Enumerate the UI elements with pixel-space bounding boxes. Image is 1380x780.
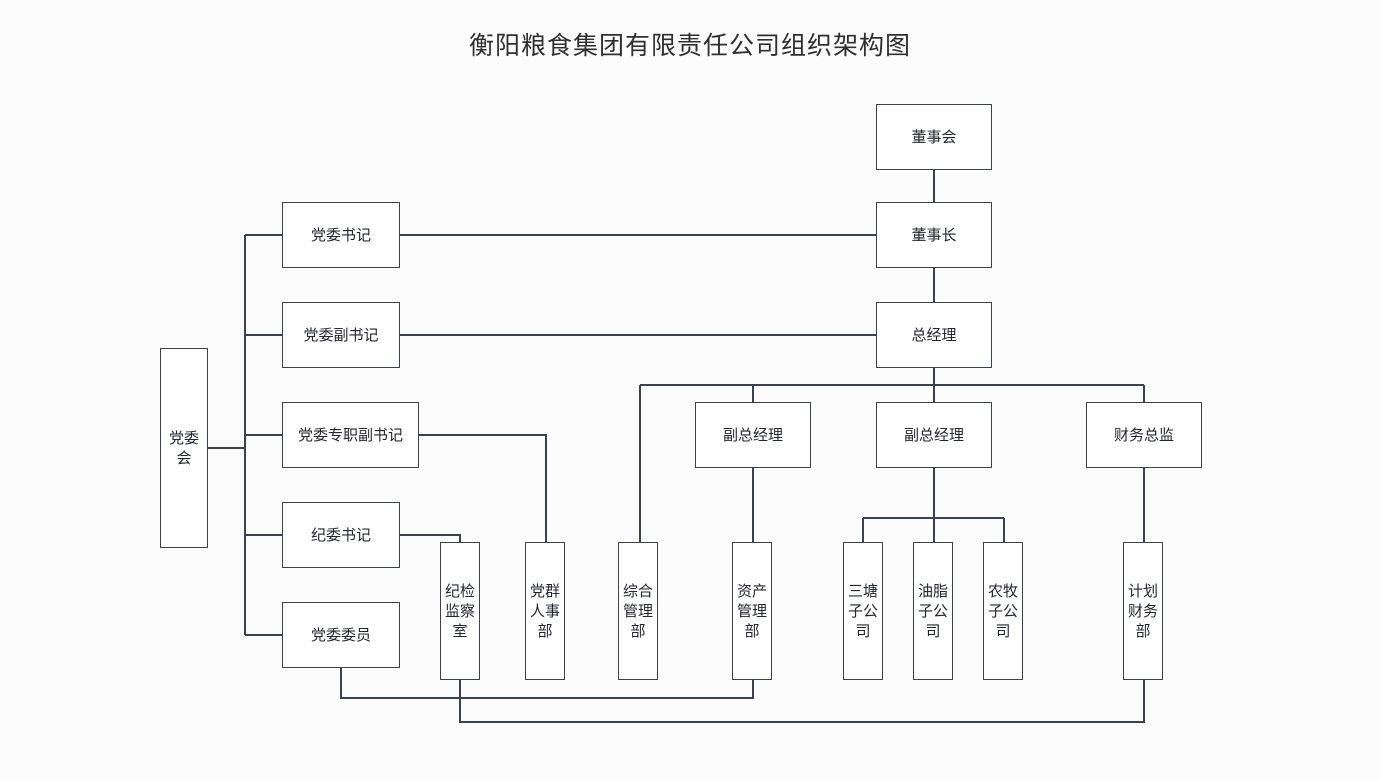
link-bottom-bus-upper (340, 668, 754, 699)
node-label: 副总经理 (903, 425, 964, 444)
link-bottom-bus-lower (459, 680, 1145, 723)
node-label: 农牧子公司 (987, 581, 1018, 641)
node-zichan-guanlibu[interactable]: 资产管理部 (732, 542, 772, 680)
node-label: 董事会 (911, 127, 957, 146)
node-label: 党委会 (168, 428, 199, 467)
node-dangwei-shuji[interactable]: 党委书记 (282, 202, 400, 268)
node-label: 党委书记 (310, 225, 371, 244)
node-jihua-caiwubu[interactable]: 计划财务部 (1123, 542, 1163, 680)
node-label: 副总经理 (722, 425, 783, 444)
node-label: 财务总监 (1113, 425, 1174, 444)
node-label: 综合管理部 (622, 581, 653, 641)
page-title: 衡阳粮食集团有限责任公司组织架构图 (468, 31, 911, 60)
node-dangweihui[interactable]: 党委会 (160, 348, 208, 548)
node-nongmu-zigongsi[interactable]: 农牧子公司 (983, 542, 1023, 680)
node-label: 纪检监察室 (444, 581, 475, 641)
node-caiwu-zongjian[interactable]: 财务总监 (1086, 402, 1202, 468)
node-dangqun-renshibu[interactable]: 党群人事部 (525, 542, 565, 680)
node-dongshihui[interactable]: 董事会 (876, 104, 992, 170)
node-santang-zigongsi[interactable]: 三塘子公司 (843, 542, 883, 680)
node-label: 董事长 (911, 225, 957, 244)
node-label: 党委专职副书记 (297, 425, 403, 444)
node-jijian-jianchashi[interactable]: 纪检监察室 (440, 542, 480, 680)
node-label: 党委委员 (310, 625, 371, 644)
node-label: 党群人事部 (529, 581, 560, 641)
node-jiwei-shuji[interactable]: 纪委书记 (282, 502, 400, 568)
node-zongjingli[interactable]: 总经理 (876, 302, 992, 368)
node-label: 总经理 (911, 325, 957, 344)
link-jiwei-jijian (400, 534, 461, 542)
node-dangwei-weiyuan[interactable]: 党委委员 (282, 602, 400, 668)
node-label: 计划财务部 (1127, 581, 1158, 641)
node-zonghe-guanlibu[interactable]: 综合管理部 (618, 542, 658, 680)
node-youzhi-zigongsi[interactable]: 油脂子公司 (913, 542, 953, 680)
node-dangwei-fushuji[interactable]: 党委副书记 (282, 302, 400, 368)
node-dangwei-zhuanzhi-fushuji[interactable]: 党委专职副书记 (282, 402, 419, 468)
node-fuzongjingli-2[interactable]: 副总经理 (876, 402, 992, 468)
node-label: 资产管理部 (736, 581, 767, 641)
node-dongshizhang[interactable]: 董事长 (876, 202, 992, 268)
link-zhuanzhi-dangqun (419, 434, 547, 542)
node-label: 党委副书记 (303, 325, 379, 344)
node-label: 三塘子公司 (847, 581, 878, 641)
node-label: 纪委书记 (310, 525, 371, 544)
node-label: 油脂子公司 (917, 581, 948, 641)
node-fuzongjingli-1[interactable]: 副总经理 (695, 402, 811, 468)
